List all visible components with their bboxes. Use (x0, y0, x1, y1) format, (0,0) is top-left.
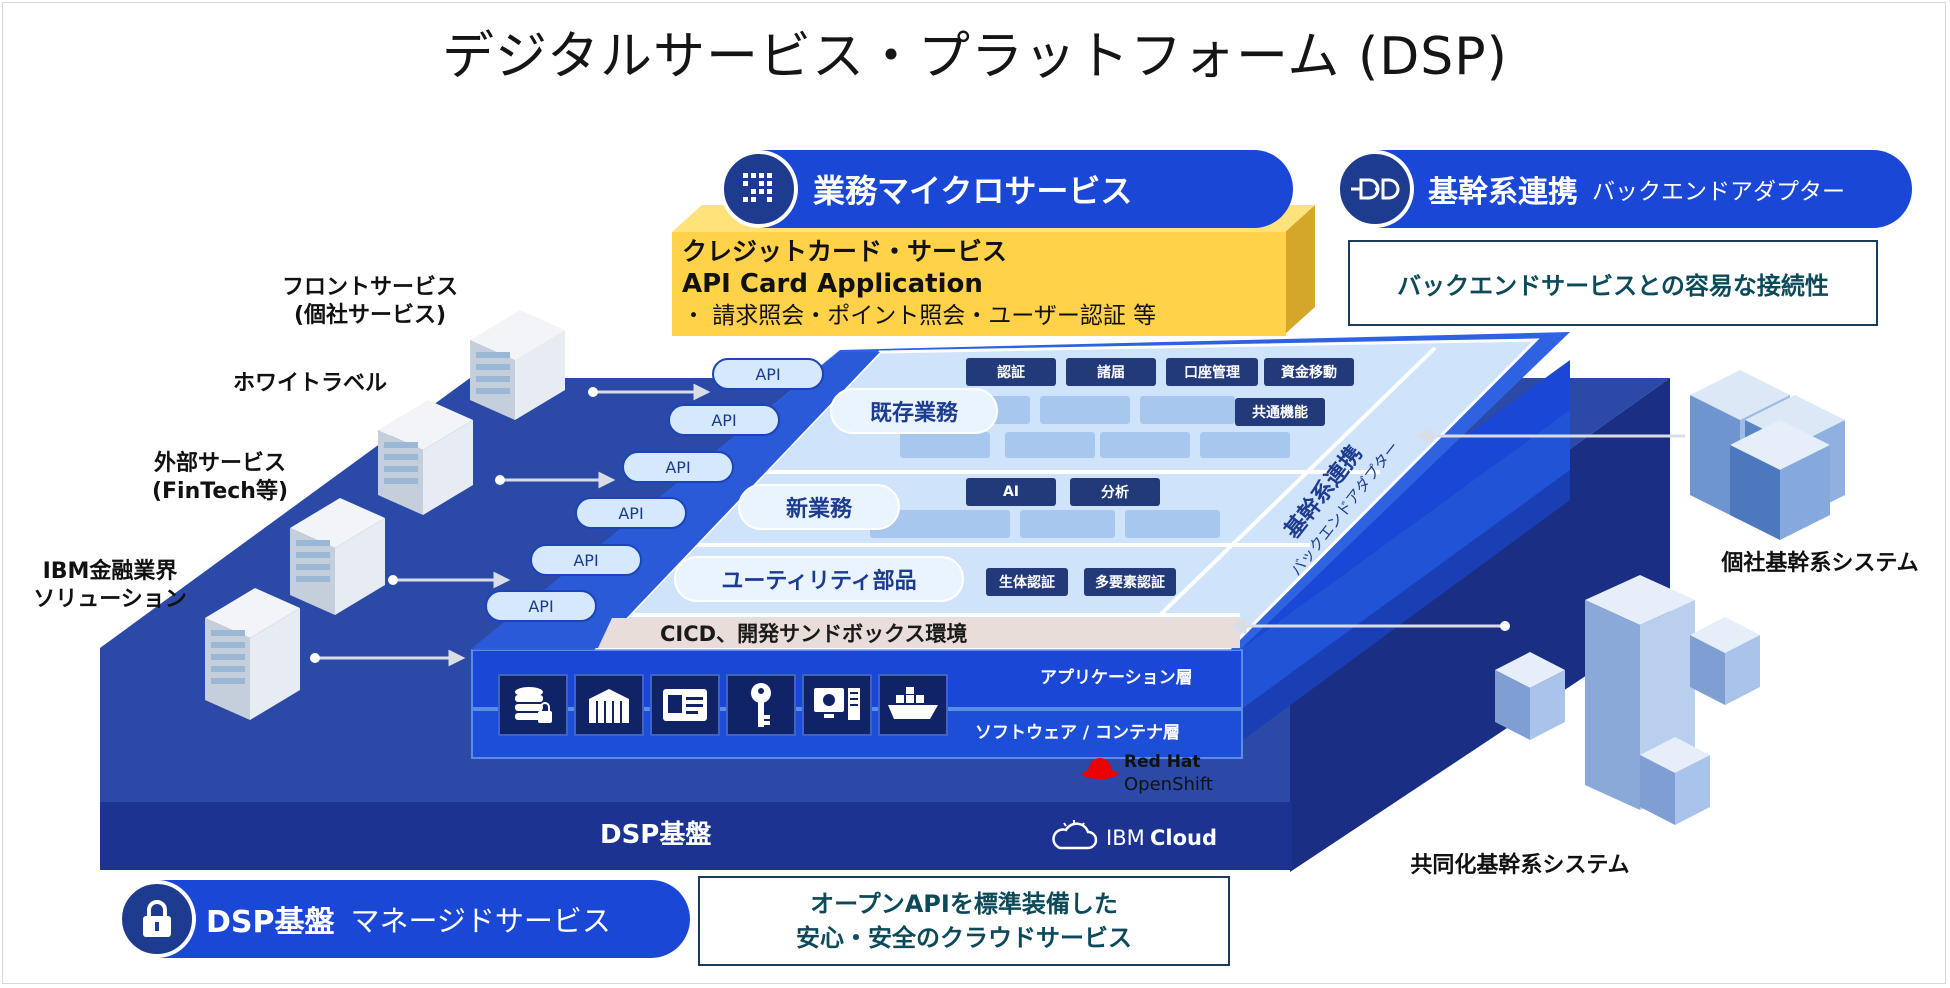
api-badge: API (485, 590, 597, 622)
credit-card-service-box: クレジットカード・サービス API Card Application ・ 請求照… (672, 232, 1286, 336)
tag-analytics: 分析 (1070, 478, 1160, 506)
redhat-label: Red Hat (1124, 752, 1201, 772)
lock-icon (118, 880, 196, 958)
backend-pill-sublabel: バックエンドアダプター (1592, 179, 1845, 205)
managed-description-line2: 安心・安全のクラウドサービス (796, 924, 1132, 952)
building-ibm (205, 588, 300, 720)
building-white-label (378, 400, 473, 515)
adapter-plug-icon (1336, 150, 1414, 228)
credit-card-title: クレジットカード・サービス (682, 237, 1008, 266)
api-badge: API (530, 544, 642, 576)
redhat-openshift-logo: Red Hat OpenShift (1080, 752, 1250, 802)
redhat-hat-icon (1082, 758, 1118, 779)
managed-pill-sublabel: マネージドサービス (350, 904, 611, 938)
dashboard-monitor-icon (802, 674, 872, 736)
managed-description-line1: オープンAPIを標準装備した (810, 890, 1118, 918)
credit-card-app-name: API Card Application (682, 269, 983, 299)
page-title: デジタルサービス・プラットフォーム (DSP) (442, 27, 1508, 87)
tag-authentication: 認証 (966, 358, 1056, 386)
label-individual-core-system: 個社基幹系システム (1721, 551, 1919, 576)
managed-service-pill: DSP基盤 マネージドサービス (122, 880, 690, 958)
tag-fund-transfer: 資金移動 (1264, 358, 1354, 386)
ibm-label: IBM (1106, 826, 1145, 850)
section-new-business: 新業務 (738, 484, 900, 530)
microservices-pill: 業務マイクロサービス (725, 150, 1293, 228)
api-badge: API (622, 451, 734, 483)
tag-biometric-auth: 生体認証 (986, 568, 1068, 596)
label-shared-core-system: 共同化基幹系システム (1410, 853, 1630, 878)
label-external-service: 外部サービス (FinTech等) (151, 451, 289, 504)
label-white-label: ホワイトラベル (232, 371, 387, 396)
section-utility-parts: ユーティリティ部品 (674, 556, 964, 602)
label-front-service: フロントサービス (個社サービス) (281, 275, 458, 328)
key-icon (726, 674, 796, 736)
cicd-band (598, 618, 1240, 648)
ibm-cloud-logo: IBM Cloud (1050, 818, 1240, 858)
backend-connectivity-box: バックエンドサービスとの容易な接続性 (1348, 240, 1878, 326)
building-front-service (470, 310, 565, 420)
software-layer-label: ソフトウェア / コンテナ層 (975, 723, 1181, 743)
tag-account-management: 口座管理 (1166, 358, 1258, 386)
tag-ai: AI (966, 478, 1056, 506)
managed-pill-label: DSP基盤 (206, 905, 335, 940)
backend-pill-label: 基幹系連携 (1428, 175, 1578, 210)
database-lock-icon (498, 674, 568, 736)
api-badge: API (668, 404, 780, 436)
label-ibm-solution: IBM金融業界 ソリューション (33, 559, 187, 612)
credit-card-features: ・ 請求照会・ポイント照会・ユーザー認証 等 (682, 303, 1157, 329)
container-ship-icon (878, 674, 948, 736)
dsp-base-front (100, 802, 1292, 870)
tag-common-functions: 共通機能 (1235, 398, 1325, 426)
application-layer-label: アプリケーション層 (1040, 668, 1193, 688)
container-stack-icon (574, 674, 644, 736)
openshift-label: OpenShift (1124, 774, 1213, 795)
cloud-label: Cloud (1150, 826, 1218, 850)
api-badge: API (575, 497, 687, 529)
dsp-base-label: DSP基盤 (600, 820, 712, 850)
server-cluster-shared (1495, 575, 1760, 825)
section-existing-business: 既存業務 (830, 388, 998, 434)
microservice-grid-icon (720, 150, 798, 228)
tag-multi-factor-auth: 多要素認証 (1084, 568, 1176, 596)
api-badge: API (712, 358, 824, 390)
cloud-icon (1052, 820, 1098, 850)
managed-description-box: オープンAPIを標準装備した 安心・安全のクラウドサービス (698, 876, 1230, 966)
tag-notifications: 諸届 (1066, 358, 1156, 386)
building-external (290, 498, 385, 615)
cicd-label: CICD、開発サンドボックス環境 (660, 622, 968, 646)
backend-adapter-pill: 基幹系連携 バックエンドアダプター (1340, 150, 1912, 228)
microservices-label: 業務マイクロサービス (813, 172, 1133, 210)
id-card-icon (650, 674, 720, 736)
server-cluster-individual (1690, 370, 1845, 540)
